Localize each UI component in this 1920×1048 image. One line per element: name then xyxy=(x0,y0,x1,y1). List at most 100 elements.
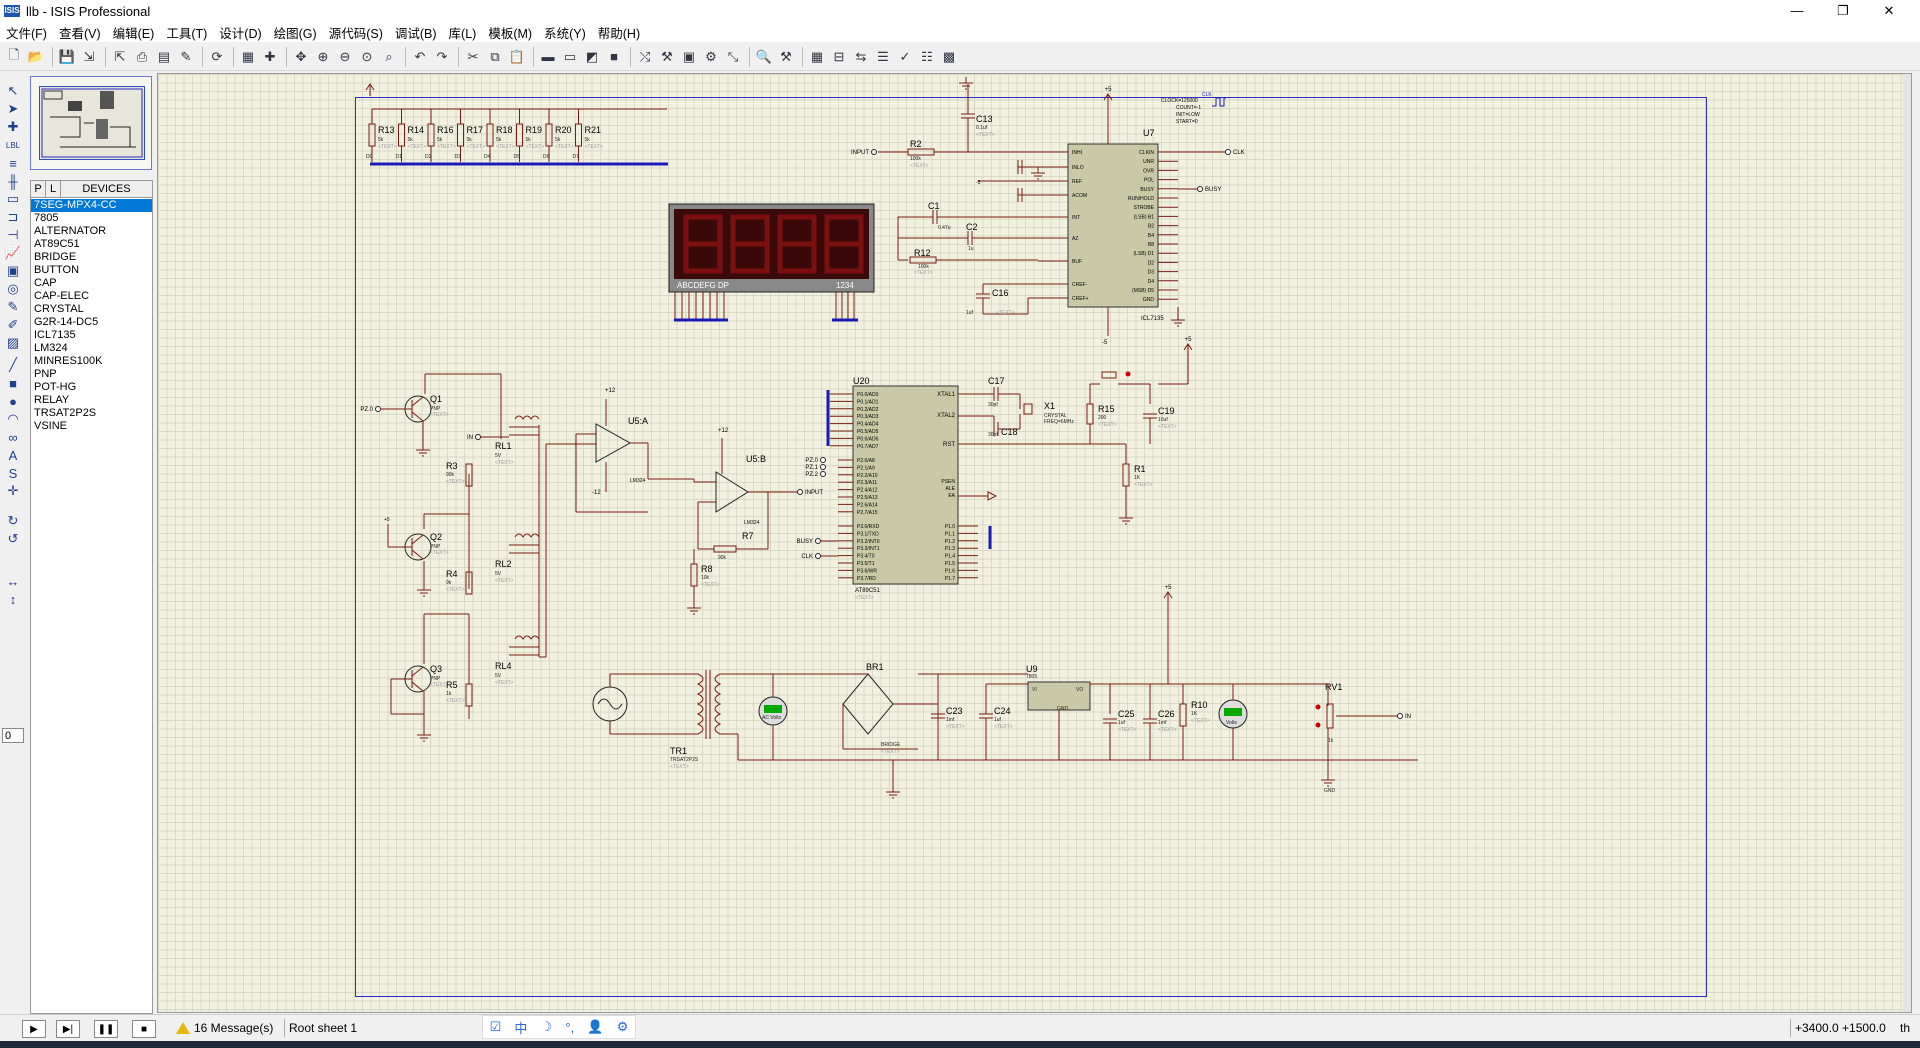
device-list-item[interactable]: ALTERNATOR xyxy=(34,225,107,237)
copy-icon[interactable]: ⧉ xyxy=(490,48,500,64)
transformer-primary-icon[interactable] xyxy=(696,673,704,735)
meter-display[interactable] xyxy=(764,705,782,713)
box-icon[interactable]: ■ xyxy=(9,375,17,391)
grid-icon[interactable]: ▦ xyxy=(241,48,255,64)
path-icon[interactable]: ∞ xyxy=(8,429,18,445)
line-icon[interactable]: ╱ xyxy=(9,357,17,372)
pick-icon[interactable]: ⤭ xyxy=(639,48,651,64)
wire-autorouter-icon[interactable]: ⤡ xyxy=(727,48,739,64)
new-sheet-icon[interactable]: ▦ xyxy=(810,48,824,64)
device-list-item[interactable]: CRYSTAL xyxy=(34,303,84,315)
relay-coil-icon[interactable] xyxy=(514,533,540,538)
resistor[interactable] xyxy=(486,123,494,147)
device-list-item[interactable]: AT89C51 xyxy=(34,238,80,250)
ime-button[interactable]: 👤 xyxy=(587,1019,604,1034)
device-list-item[interactable]: 7805 xyxy=(34,212,59,224)
digit-segment-outline[interactable] xyxy=(824,214,864,274)
button-contact[interactable] xyxy=(1125,371,1131,377)
terminal-icon[interactable] xyxy=(375,406,381,412)
device-list-item[interactable]: ICL7135 xyxy=(34,329,76,341)
pick-devices-button[interactable]: P xyxy=(31,181,46,197)
minimize-button[interactable]: — xyxy=(1790,3,1804,18)
opamp-u5b[interactable] xyxy=(715,471,749,513)
pushbutton-icon[interactable] xyxy=(1101,371,1117,379)
resistor-r8[interactable] xyxy=(690,563,698,587)
at89c51-chip[interactable] xyxy=(852,385,959,585)
terminal-icon[interactable] xyxy=(820,457,826,463)
package-icon[interactable]: ▣ xyxy=(682,48,696,64)
goto-sheet-icon[interactable]: ⇆ xyxy=(855,48,867,64)
power-terminal-icon[interactable] xyxy=(1103,93,1113,101)
resistor[interactable] xyxy=(457,123,464,147)
device-list-item[interactable]: CAP-ELEC xyxy=(34,290,90,302)
ime-button[interactable]: °, xyxy=(565,1019,575,1035)
terminal-icon[interactable] xyxy=(1225,149,1231,155)
device-list-item[interactable]: POT-HG xyxy=(34,381,77,393)
component-icon[interactable]: ➤ xyxy=(7,101,19,116)
new-icon[interactable]: 🗋 xyxy=(8,46,20,62)
menu-item-2[interactable]: 编辑(E) xyxy=(112,26,155,41)
paste-icon[interactable]: 📋 xyxy=(508,48,526,64)
menu-item-0[interactable]: 文件(F) xyxy=(6,26,47,41)
crystal-icon[interactable] xyxy=(1023,403,1033,415)
tape-icon[interactable]: ▣ xyxy=(6,263,20,278)
resistor-r1[interactable] xyxy=(1122,463,1130,487)
generator-icon[interactable]: ◎ xyxy=(7,281,19,296)
search-icon[interactable]: 🔍 xyxy=(755,48,773,64)
resistor-r7[interactable] xyxy=(713,545,737,553)
device-list-item[interactable]: CAP xyxy=(34,277,57,289)
digit-segment-outline[interactable] xyxy=(777,214,817,274)
overview-window[interactable] xyxy=(30,76,152,170)
make-device-icon[interactable]: ⚒ xyxy=(661,48,673,64)
device-list-item[interactable]: LM324 xyxy=(34,342,68,354)
resistor-r5[interactable] xyxy=(465,683,473,707)
schematic-drawing[interactable]: R135k<TEXT>D0R145k<TEXT>D1R165k<TEXT>D2R… xyxy=(158,74,1903,1012)
opamp-u5a[interactable] xyxy=(595,423,632,463)
device-list-item[interactable]: PNP xyxy=(34,368,57,380)
voltage-probe-icon[interactable]: ✎ xyxy=(7,299,19,314)
relay-coil-icon[interactable] xyxy=(514,635,540,640)
erc-icon[interactable]: ✓ xyxy=(899,48,911,64)
print-icon[interactable]: ⎙ xyxy=(136,48,148,64)
resistor[interactable] xyxy=(516,123,523,147)
decompose-icon[interactable]: ⚙ xyxy=(705,48,717,64)
subcircuit-icon[interactable]: ▭ xyxy=(6,191,20,206)
netlist-icon[interactable]: ☷ xyxy=(921,48,933,64)
menu-item-4[interactable]: 设计(D) xyxy=(219,26,262,41)
circle-icon[interactable]: ● xyxy=(9,393,17,409)
resistor-r4[interactable] xyxy=(465,571,473,595)
menu-item-8[interactable]: 库(L) xyxy=(448,26,477,41)
potentiometer-rv1[interactable] xyxy=(1326,703,1334,729)
terminal-icon[interactable] xyxy=(1197,186,1203,192)
device-list-item[interactable]: 7SEG-MPX4-CC xyxy=(31,199,152,212)
mirror-y-icon[interactable]: ↕ xyxy=(9,591,17,607)
text-icon[interactable]: A xyxy=(8,447,18,463)
menu-item-10[interactable]: 系统(Y) xyxy=(544,26,586,41)
menu-item-5[interactable]: 绘图(G) xyxy=(273,26,317,41)
relay-coil-icon[interactable] xyxy=(514,415,540,420)
power-terminal-icon[interactable] xyxy=(1183,343,1193,351)
block-delete-icon[interactable]: ■ xyxy=(610,49,618,64)
block-copy-icon[interactable]: ▬ xyxy=(541,49,555,64)
maximize-button[interactable]: ❐ xyxy=(1837,3,1849,18)
zoom-area-icon[interactable]: ⌕ xyxy=(385,48,393,64)
terminal-icon[interactable] xyxy=(815,553,821,559)
vertical-scrollbar[interactable] xyxy=(1903,74,1911,1012)
resistor-r3[interactable] xyxy=(465,463,473,487)
sine-icon[interactable] xyxy=(597,698,623,710)
resistor[interactable] xyxy=(545,123,553,147)
menu-item-3[interactable]: 工具(T) xyxy=(166,26,208,41)
virtual-instrument-icon[interactable]: ▨ xyxy=(6,335,20,350)
digit-segment-outline[interactable] xyxy=(730,214,770,274)
resistor[interactable] xyxy=(575,123,582,147)
pot-terminal[interactable] xyxy=(1315,722,1321,728)
ime-button[interactable]: ⚙ xyxy=(616,1019,629,1034)
property-tool-icon[interactable]: ⚒ xyxy=(780,48,792,64)
symbol-icon[interactable]: S xyxy=(8,465,18,481)
mirror-x-icon[interactable]: ↔ xyxy=(6,573,20,589)
block-rotate-icon[interactable]: ◩ xyxy=(585,48,599,64)
device-list-item[interactable]: BRIDGE xyxy=(34,251,77,263)
transformer-secondary-icon[interactable] xyxy=(714,673,722,735)
ime-toolbar[interactable]: ☑中☽°,👤⚙ xyxy=(482,1015,636,1039)
